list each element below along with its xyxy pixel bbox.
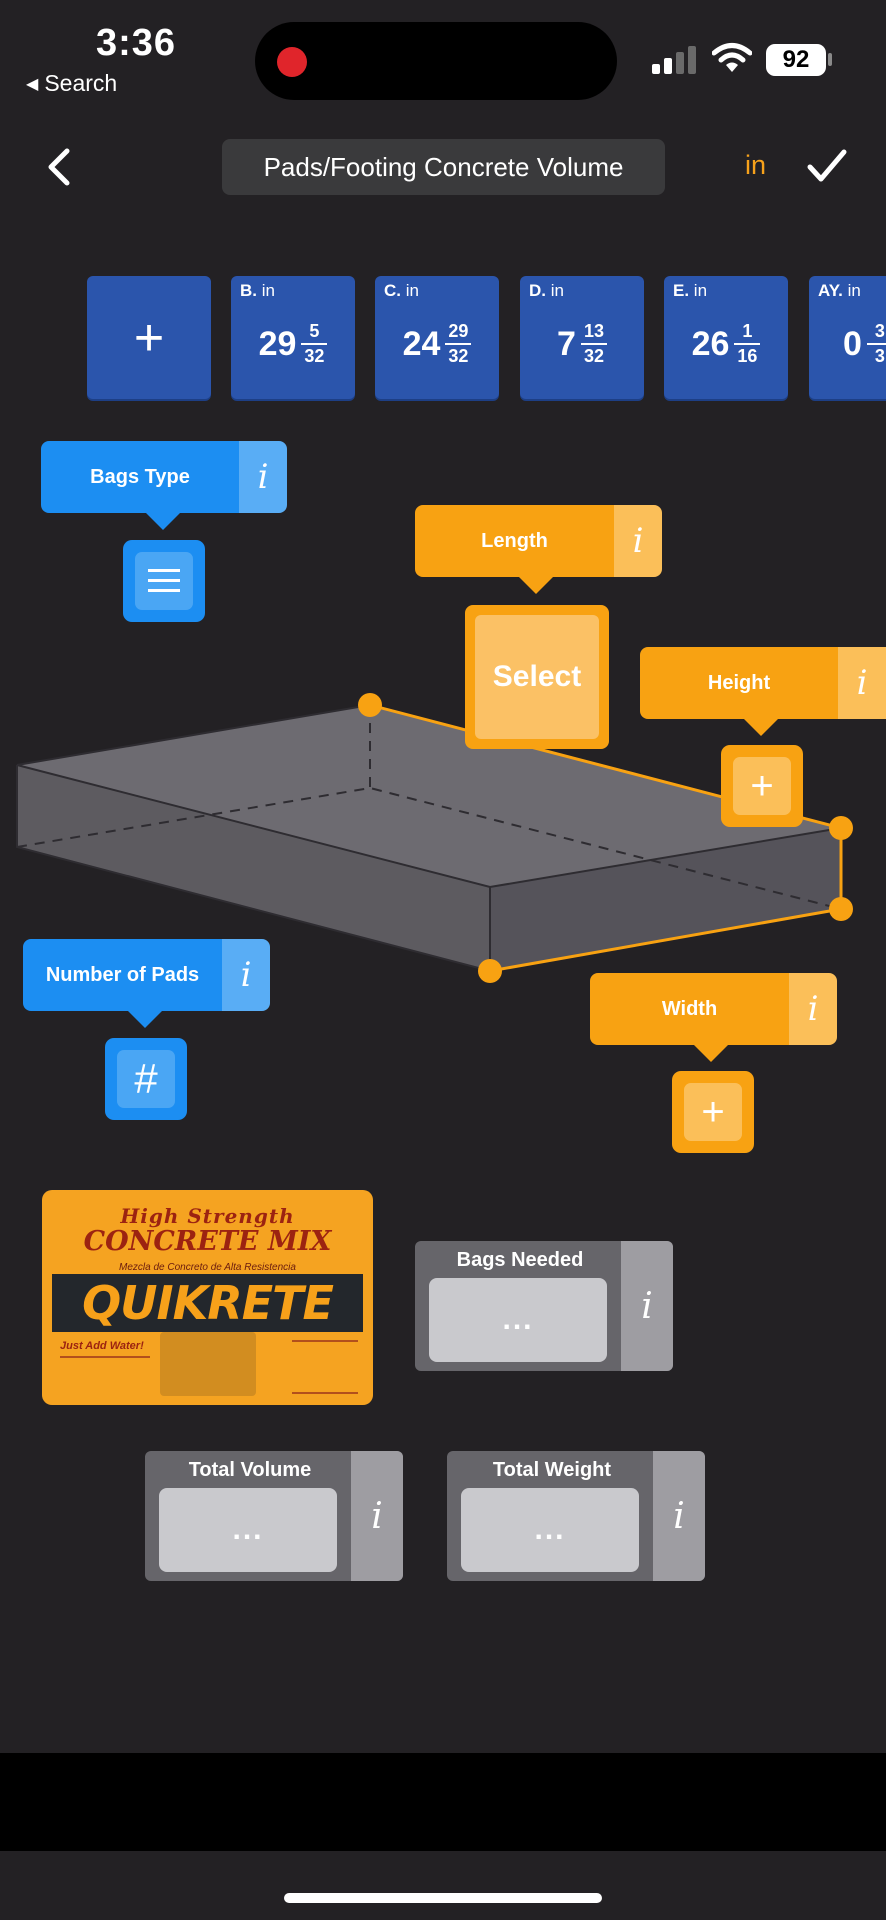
- bags-needed-value: ...: [429, 1278, 607, 1362]
- number-of-pads-label: Number of Pads: [23, 939, 222, 1011]
- back-chevron-icon[interactable]: [46, 148, 72, 186]
- measurement-tile-b[interactable]: B. in 29 5 32: [231, 276, 355, 399]
- bags-type-info-icon[interactable]: i: [239, 441, 287, 513]
- tile-label: E.: [673, 281, 690, 300]
- tile-unit: in: [405, 281, 419, 300]
- height-tag: Height i: [640, 647, 886, 736]
- length-info-icon[interactable]: i: [614, 505, 662, 577]
- back-to-search-link[interactable]: ◀ Search: [26, 70, 117, 97]
- height-info-icon[interactable]: i: [838, 647, 886, 719]
- tile-whole: 7: [557, 324, 576, 363]
- measurement-tile-ay[interactable]: AY. in 0 3 3: [809, 276, 886, 399]
- tile-numerator: 3: [874, 321, 885, 341]
- tile-unit: in: [847, 281, 861, 300]
- measurement-tile-c[interactable]: C. in 24 29 32: [375, 276, 499, 399]
- measurement-tile-d[interactable]: D. in 7 13 32: [520, 276, 644, 399]
- height-label: Height: [640, 647, 838, 719]
- bag-brand: QUIKRETE: [82, 1276, 334, 1330]
- add-measurement-tile[interactable]: +: [87, 276, 211, 399]
- total-volume-value: ...: [159, 1488, 337, 1572]
- total-volume-title: Total Volume: [188, 1459, 312, 1481]
- bag-line-3: Mezcla de Concreto de Alta Resistencia: [119, 1262, 296, 1273]
- total-weight-title: Total Weight: [492, 1459, 612, 1481]
- width-label: Width: [590, 973, 789, 1045]
- length-label: Length: [415, 505, 614, 577]
- battery-tip: [828, 53, 832, 66]
- plus-icon: +: [684, 1083, 742, 1141]
- width-tag: Width i: [590, 973, 837, 1062]
- tile-label: D.: [529, 281, 546, 300]
- back-triangle-icon: ◀: [26, 75, 39, 93]
- bags-needed-result: Bags Needed ... i: [415, 1241, 673, 1371]
- bag-line-4: Just Add Water!: [60, 1340, 144, 1352]
- battery-level: 92: [766, 44, 826, 76]
- home-indicator[interactable]: [284, 1893, 602, 1903]
- bag-artwork: [160, 1332, 256, 1396]
- unit-toggle[interactable]: in: [745, 150, 767, 180]
- bags-type-menu-button[interactable]: [123, 540, 205, 622]
- bottom-bar: [0, 1753, 886, 1851]
- bags-needed-title: Bags Needed: [456, 1249, 584, 1271]
- width-add-button[interactable]: +: [672, 1071, 754, 1153]
- tile-whole: 24: [402, 324, 441, 363]
- height-add-button[interactable]: +: [721, 745, 803, 827]
- tile-unit: in: [693, 281, 708, 300]
- total-weight-result: Total Weight ... i: [447, 1451, 705, 1581]
- measurement-tile-e[interactable]: E. in 26 1 16: [664, 276, 788, 399]
- hash-icon: #: [117, 1050, 175, 1108]
- concrete-bag-image[interactable]: High Strength CONCRETE MIX Mezcla de Con…: [42, 1190, 373, 1405]
- tile-denominator: 32: [583, 346, 604, 366]
- number-of-pads-button[interactable]: #: [105, 1038, 187, 1120]
- recording-indicator-icon: [277, 47, 307, 77]
- tile-unit: in: [550, 281, 564, 300]
- tile-label: AY.: [818, 281, 843, 300]
- select-label: Select: [475, 615, 599, 739]
- bag-line-1: High Strength: [120, 1204, 295, 1228]
- tile-denominator: 32: [304, 346, 325, 366]
- length-select-button[interactable]: Select: [465, 605, 609, 749]
- tile-numerator: 1: [742, 321, 753, 341]
- plus-icon: +: [133, 309, 165, 367]
- tile-denominator: 16: [737, 346, 758, 366]
- page-title: Pads/Footing Concrete Volume: [222, 139, 665, 195]
- slab-diagram: [16, 693, 853, 983]
- number-of-pads-tag: Number of Pads i: [23, 939, 270, 1028]
- bags-type-label: Bags Type: [41, 441, 239, 513]
- bag-line-2: CONCRETE MIX: [83, 1226, 332, 1257]
- total-volume-info-icon[interactable]: i: [351, 1451, 403, 1581]
- tile-denominator: 3: [874, 346, 885, 366]
- tile-whole: 0: [843, 324, 862, 363]
- total-volume-result: Total Volume ... i: [145, 1451, 403, 1581]
- tile-whole: 29: [258, 324, 297, 363]
- status-time: 3:36: [96, 22, 177, 64]
- dynamic-island: [255, 22, 617, 100]
- checkmark-icon[interactable]: [806, 148, 848, 184]
- plus-icon: +: [733, 757, 791, 815]
- length-tag: Length i: [415, 505, 662, 594]
- tile-numerator: 5: [309, 321, 320, 341]
- tile-numerator: 29: [448, 321, 469, 341]
- back-app-label: Search: [44, 70, 118, 96]
- hamburger-icon: [148, 569, 180, 592]
- tile-denominator: 32: [448, 346, 469, 366]
- total-weight-info-icon[interactable]: i: [653, 1451, 705, 1581]
- cellular-signal-icon: [652, 44, 698, 74]
- total-weight-value: ...: [461, 1488, 639, 1572]
- number-of-pads-info-icon[interactable]: i: [222, 939, 270, 1011]
- bags-needed-info-icon[interactable]: i: [621, 1241, 673, 1371]
- tile-label: B.: [240, 281, 257, 300]
- tile-numerator: 13: [583, 321, 604, 341]
- tile-unit: in: [261, 281, 275, 300]
- tile-label: C.: [384, 281, 401, 300]
- width-info-icon[interactable]: i: [789, 973, 837, 1045]
- bags-type-tag: Bags Type i: [41, 441, 287, 530]
- wifi-icon: [712, 43, 752, 72]
- tile-whole: 26: [691, 324, 730, 363]
